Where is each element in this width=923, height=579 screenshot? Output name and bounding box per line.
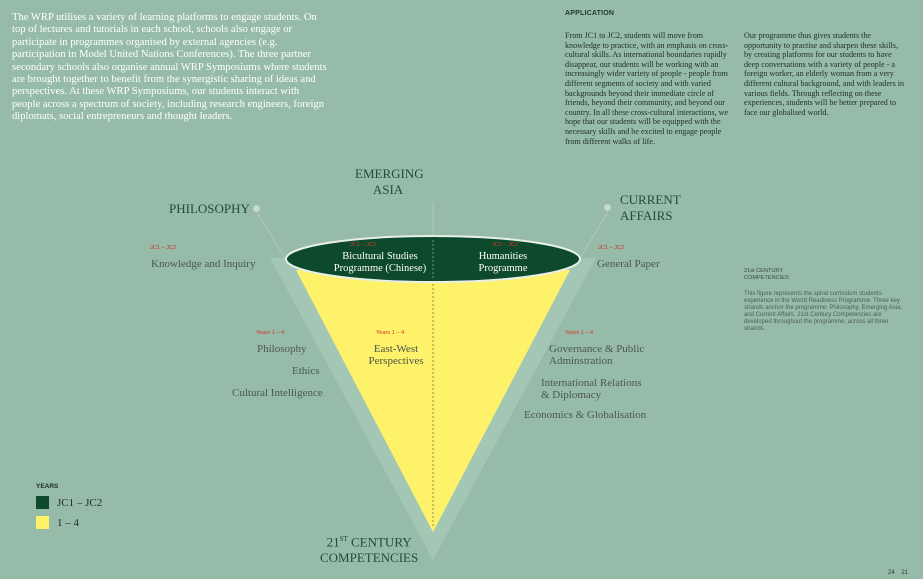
course-knowledge-and-inquiry: Knowledge and Inquiry [151,258,256,270]
legend-label-years: 1 – 4 [57,516,79,529]
course-ethics: Ethics [292,365,320,377]
philosophy-connector-line [257,213,286,259]
legend-item-years: 1 – 4 [36,516,79,529]
jc-label-center-right: JC1 – JC2 [492,242,519,248]
application-column-1: From JC1 to JC2, students will move from… [565,31,729,146]
legend-heading: YEARS [36,483,59,490]
note-heading: 21st CENTURY COMPETENCIES [744,268,789,281]
jc-ellipse [285,235,581,283]
strand-current-affairs: CURRENT AFFAIRS [620,192,681,223]
year-label-right: Years 1 – 4 [565,330,594,336]
current-affairs-connector-line [579,211,609,259]
intro-paragraph: The WRP utilises a variety of learning p… [12,12,327,123]
strand-emerging-asia: EMERGING ASIA [355,166,424,197]
application-column-2: Our programme thus gives students the op… [744,31,905,117]
legend-item-jc: JC1 – JC2 [36,496,102,509]
strand-philosophy: PHILOSOPHY [169,201,250,216]
year-label-left: Years 1 – 4 [256,330,285,336]
legend-label-jc: JC1 – JC2 [57,496,103,509]
jc-label-left: JC1 – JC2 [150,245,177,251]
application-heading: APPLICATION [565,10,615,17]
year-label-center: Years 1 – 4 [376,330,405,336]
jc-label-right: JC1 – JC2 [598,245,625,251]
note-body: This figure represents the spiral curric… [744,291,902,332]
jc-label-center-left: JC1 – JC2 [350,242,377,248]
course-philosophy: Philosophy [257,343,307,355]
legend-swatch-dark-green [36,496,49,509]
page-numbers: 24 21 [888,570,909,576]
course-humanities-programme: Humanities Programme [478,251,528,274]
strand-21st-century-competencies: 21ST CENTURY COMPETENCIES [320,534,419,566]
course-international-relations-diplomacy: International Relations & Diplomacy [541,377,642,401]
course-east-west-perspectives: East-West Perspectives [368,343,424,367]
course-governance-public-administration: Governance & Public Adminstration [549,343,645,367]
course-cultural-intelligence: Cultural Intelligence [232,387,323,399]
course-bicultural-studies: Bicultural Studies Programme (Chinese) [333,251,427,274]
legend-swatch-yellow [36,516,49,529]
course-general-paper: General Paper [597,258,660,270]
course-economics-globalisation: Economics & Globalisation [524,409,647,421]
current-affairs-dot [604,204,611,211]
philosophy-dot [253,205,260,212]
